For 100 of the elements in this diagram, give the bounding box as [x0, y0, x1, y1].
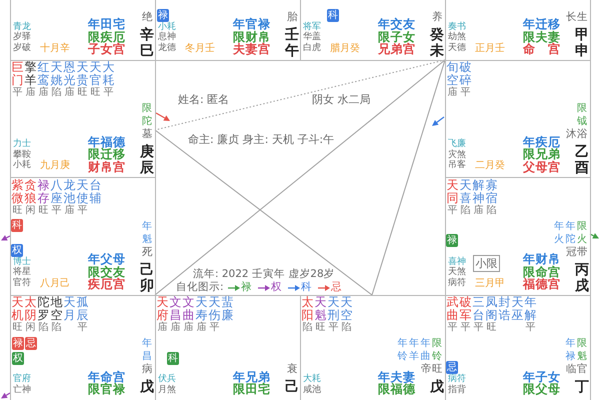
- palace-label: 年命宫: [88, 370, 125, 383]
- minor-star-label: 吊客: [448, 160, 466, 170]
- brightness-label: 平: [50, 204, 62, 216]
- star-name: 解神: [472, 178, 485, 204]
- stem-branch-label: 申: [575, 42, 589, 58]
- info-text: 姓名: 匿名: [178, 93, 230, 106]
- minor-star-label: 大耗: [303, 374, 321, 384]
- palace-label: 年官禄: [233, 18, 270, 30]
- self-transform-mark: [1, 392, 10, 398]
- star-name: 年解: [524, 296, 537, 322]
- flow-star-label: 年铃: [397, 337, 408, 363]
- star-name: 天刑: [327, 296, 340, 322]
- star-name: 天空: [340, 296, 353, 322]
- palace-label: 父母宫: [523, 160, 560, 173]
- brightness-label: 庙: [446, 87, 458, 99]
- minor-star-label: 指背: [448, 384, 466, 395]
- palace-label: 子女宫: [88, 43, 125, 56]
- brightness-label: 陷: [486, 204, 498, 216]
- star-name: 八座: [50, 178, 63, 204]
- brightness-label: 庙: [64, 87, 76, 99]
- palace-label: 命宫: [523, 43, 560, 56]
- brightness-label: 庙: [38, 87, 50, 99]
- brightness-label: 旺: [90, 87, 102, 99]
- star-name: 紫微: [11, 178, 24, 204]
- star-name: 文昌: [169, 296, 182, 322]
- transform-badge: 科: [11, 218, 23, 232]
- stem-branch-label: 壬: [285, 26, 299, 42]
- minor-star-label: 华盖: [303, 32, 321, 42]
- legend-label: 禄: [241, 281, 252, 294]
- brightness-label: 旺: [12, 204, 22, 216]
- star-name: 贪狼: [24, 178, 37, 204]
- minor-star-label: 咸池: [303, 384, 321, 395]
- month-label: 二月癸: [475, 160, 505, 172]
- flow-star-label: 限火: [576, 220, 588, 246]
- minor-star-label: 病符: [448, 374, 466, 384]
- legend-label: 权: [271, 281, 282, 294]
- palace-label: 限财帛: [233, 30, 270, 43]
- stem-branch-label: 辰: [140, 160, 154, 176]
- info-text: 阴女 水二局: [312, 93, 370, 106]
- brightness-label: 平: [328, 322, 340, 334]
- minor-star-label: 喜神: [448, 256, 466, 266]
- stem-branch-label: 乙: [575, 144, 589, 160]
- stem-branch-label: 丙: [575, 262, 589, 278]
- stage-label: 冠带: [565, 246, 588, 258]
- brightness-label: 闲: [24, 322, 36, 334]
- star-name: 天同: [446, 178, 459, 204]
- stage-label: 沐浴: [565, 128, 588, 141]
- palace-cell: [10, 60, 156, 178]
- palace-label: 限福德: [378, 383, 415, 396]
- month-label: 三月甲: [475, 278, 505, 290]
- star-name: 太阴: [24, 296, 37, 322]
- stage-label: 死: [141, 246, 153, 258]
- month-label: 十月辛: [40, 42, 70, 54]
- self-transform-mark: [590, 233, 599, 238]
- minor-star-label: 病符: [448, 278, 466, 288]
- star-name: 寡宿: [485, 178, 498, 204]
- month-label: 冬月壬: [185, 42, 215, 54]
- transform-badge: 禄: [157, 8, 169, 22]
- transform-badge: 忌: [25, 337, 37, 350]
- month-label: 八月己: [40, 278, 70, 290]
- flow-star-label: 限陀: [142, 102, 152, 128]
- palace-label: 年福德: [88, 136, 125, 148]
- star-name: 封诰: [498, 296, 511, 322]
- flow-star-label: 限钺: [576, 102, 588, 128]
- star-name: 破碎: [459, 61, 472, 87]
- palace-label: 福德宫: [523, 278, 560, 290]
- palace-label: 年财帛: [523, 253, 560, 266]
- star-name: 旬空: [446, 61, 459, 87]
- brightness-label: 旺: [486, 322, 498, 334]
- stem-branch-label: 卯: [140, 278, 154, 294]
- flow-star-label: 年禄: [565, 337, 576, 363]
- brightness-label: 旺: [12, 322, 24, 334]
- star-name: 台辅: [89, 178, 102, 204]
- star-name: 地空: [50, 296, 63, 322]
- connection-line: [154, 130, 372, 296]
- stem-branch-label: 己: [285, 379, 299, 395]
- brightness-label: 闲: [24, 204, 36, 216]
- minor-star-label: 岁破: [13, 42, 31, 53]
- palace-cell: [444, 60, 590, 178]
- star-name: 天官: [89, 61, 102, 87]
- flow-star-label: 年羊: [408, 337, 420, 363]
- brightness-label: 平: [78, 204, 89, 216]
- palace-cell: [10, 177, 156, 296]
- palace-label: 夫妻宫: [233, 43, 270, 56]
- stage-label: 绝: [141, 10, 153, 24]
- brightness-label: 平: [460, 87, 472, 99]
- minor-star-label: 攀鞍: [13, 150, 31, 160]
- flow-star-label: 年陀: [565, 220, 576, 246]
- brightness-label: 陷: [38, 322, 50, 334]
- month-label: 九月庚: [40, 160, 70, 172]
- info-text: 流年: 2022 壬寅年 虚岁28岁: [193, 268, 335, 281]
- self-transform-mark: [156, 112, 170, 121]
- stem-branch-label: 戌: [575, 278, 589, 294]
- minor-star-label: 飞廉: [448, 139, 466, 150]
- info-text: 命主: 廉贞 身主: 天机 子斗:午: [188, 133, 334, 146]
- info-text: 自化图示:: [176, 281, 224, 294]
- stem-branch-label: 午: [285, 42, 299, 58]
- stage-label: 墓: [141, 128, 153, 141]
- star-name: 天伤: [208, 296, 221, 322]
- flow-star-label: 限铃: [432, 337, 442, 363]
